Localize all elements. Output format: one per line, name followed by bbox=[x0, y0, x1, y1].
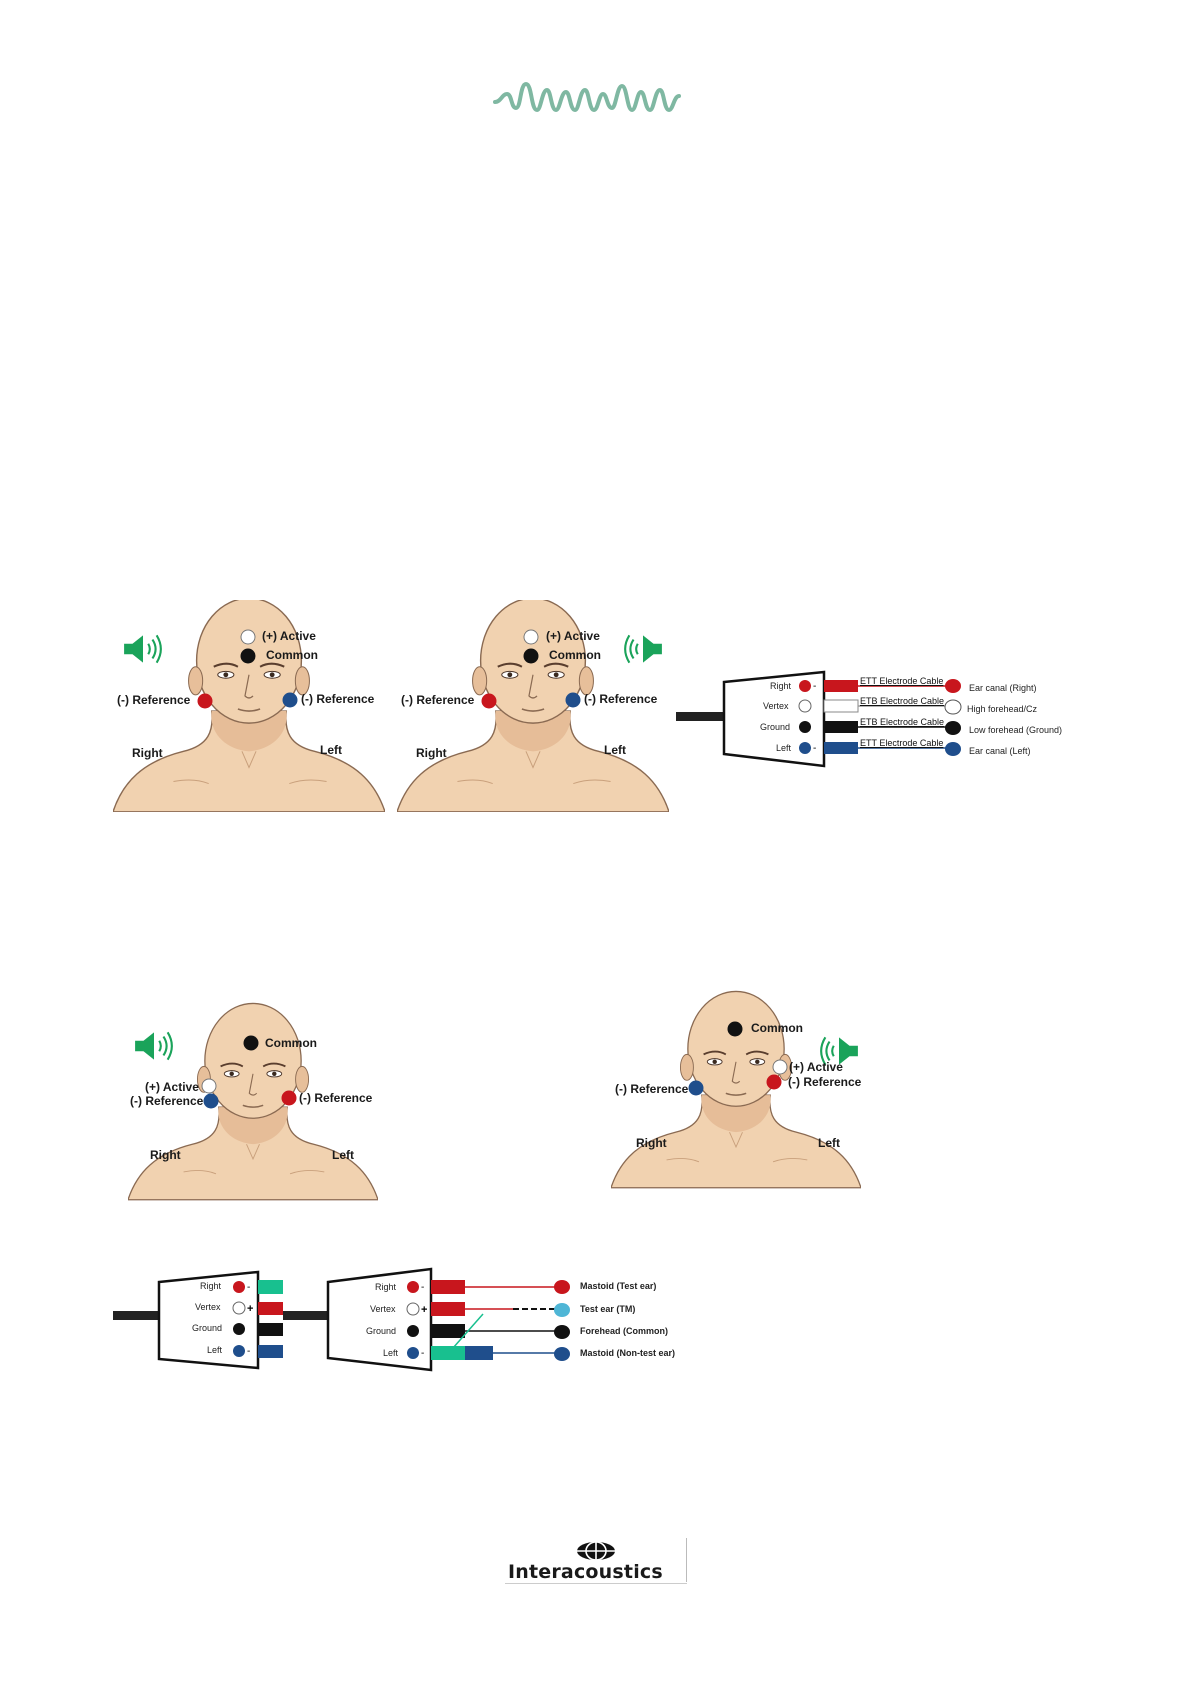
port-label-ground: Ground bbox=[192, 1323, 223, 1333]
logo-divider bbox=[686, 1538, 687, 1582]
svg-text:+: + bbox=[247, 1303, 253, 1315]
common-electrode bbox=[523, 648, 539, 664]
port-label-left: Left bbox=[383, 1348, 399, 1358]
reference-label-same: (-) Reference bbox=[130, 1094, 204, 1108]
reference-electrode-left bbox=[565, 692, 581, 708]
svg-text:-: - bbox=[813, 743, 816, 754]
port-label-ground: Ground bbox=[760, 722, 791, 732]
reference-electrode-right bbox=[481, 693, 497, 709]
active-label: (+) Active bbox=[262, 629, 316, 643]
side-label-right: Right bbox=[416, 746, 447, 760]
active-electrode bbox=[523, 629, 539, 645]
port-label-left: Left bbox=[207, 1345, 223, 1355]
reference-label-left: (-) Reference bbox=[584, 692, 658, 706]
destination-label: Low forehead (Ground) bbox=[969, 725, 1063, 735]
destination-label: Mastoid (Test ear) bbox=[580, 1281, 657, 1291]
reference-electrode-right bbox=[197, 693, 213, 709]
active-electrode bbox=[201, 1078, 217, 1094]
reference-label-left: (-) Reference bbox=[301, 692, 375, 706]
side-label-left: Left bbox=[604, 743, 626, 757]
port-label-right: Right bbox=[375, 1282, 397, 1292]
destination-label: Forehead (Common) bbox=[580, 1326, 669, 1336]
svg-text:-: - bbox=[421, 1282, 424, 1293]
connector-box-drawing: - + - bbox=[113, 1270, 283, 1370]
port-label-vertex: Vertex bbox=[195, 1302, 221, 1312]
brand-name: Interacoustics bbox=[508, 1561, 663, 1583]
common-electrode bbox=[240, 648, 256, 664]
speaker-left-icon bbox=[133, 1030, 175, 1062]
port-label-right: Right bbox=[200, 1281, 222, 1291]
connector-box-drawing: - - bbox=[676, 670, 962, 768]
side-label-left: Left bbox=[818, 1136, 840, 1150]
svg-text:+: + bbox=[421, 1304, 427, 1316]
side-label-right: Right bbox=[636, 1136, 667, 1150]
cable-label: ETB Electrode Cable bbox=[860, 717, 945, 727]
connector-box-drawing: - + - bbox=[283, 1267, 570, 1372]
destination-label: Mastoid (Non-test ear) bbox=[580, 1348, 676, 1358]
reference-label-same: (-) Reference bbox=[788, 1075, 862, 1089]
reference-electrode-other bbox=[281, 1090, 297, 1106]
destination-label: Test ear (TM) bbox=[580, 1304, 636, 1314]
common-electrode bbox=[243, 1035, 259, 1051]
reference-label-right: (-) Reference bbox=[401, 693, 475, 707]
reference-electrode-same bbox=[766, 1074, 782, 1090]
cable-label: ETB Electrode Cable bbox=[860, 696, 945, 706]
speaker-left-icon bbox=[122, 633, 164, 665]
common-label: Common bbox=[751, 1021, 803, 1035]
speaker-right-icon bbox=[622, 633, 664, 665]
destination-label: Ear canal (Left) bbox=[969, 746, 1031, 756]
port-label-vertex: Vertex bbox=[370, 1304, 396, 1314]
common-label: Common bbox=[549, 648, 601, 662]
logo-divider bbox=[505, 1583, 687, 1584]
interacoustics-globe-icon bbox=[577, 1541, 615, 1561]
svg-text:-: - bbox=[247, 1346, 250, 1357]
side-label-right: Right bbox=[132, 746, 163, 760]
reference-label-other: (-) Reference bbox=[615, 1082, 689, 1096]
destination-label: High forehead/Cz bbox=[967, 704, 1038, 714]
reference-electrode-other bbox=[688, 1080, 704, 1096]
common-label: Common bbox=[265, 1036, 317, 1050]
side-label-left: Left bbox=[332, 1148, 354, 1162]
port-label-ground: Ground bbox=[366, 1326, 397, 1336]
svg-text:-: - bbox=[421, 1348, 424, 1359]
cable-label: ETT Electrode Cable bbox=[860, 676, 944, 686]
active-label: (+) Active bbox=[789, 1060, 843, 1074]
side-label-left: Left bbox=[320, 743, 342, 757]
active-label: (+) Active bbox=[546, 629, 600, 643]
waveform-logo-icon bbox=[493, 81, 681, 113]
reference-electrode-left bbox=[282, 692, 298, 708]
reference-electrode-same bbox=[203, 1093, 219, 1109]
active-electrode bbox=[772, 1059, 788, 1075]
active-electrode bbox=[240, 629, 256, 645]
destination-label: Ear canal (Right) bbox=[969, 683, 1037, 693]
port-label-left: Left bbox=[776, 743, 792, 753]
side-label-right: Right bbox=[150, 1148, 181, 1162]
svg-text:-: - bbox=[247, 1282, 250, 1293]
common-electrode bbox=[727, 1021, 743, 1037]
port-label-right: Right bbox=[770, 681, 792, 691]
active-label: (+) Active bbox=[145, 1080, 199, 1094]
reference-label-other: (-) Reference bbox=[299, 1091, 373, 1105]
cable-label: ETT Electrode Cable bbox=[860, 738, 944, 748]
svg-text:-: - bbox=[813, 681, 816, 692]
reference-label-right: (-) Reference bbox=[117, 693, 191, 707]
port-label-vertex: Vertex bbox=[763, 701, 789, 711]
common-label: Common bbox=[266, 648, 318, 662]
